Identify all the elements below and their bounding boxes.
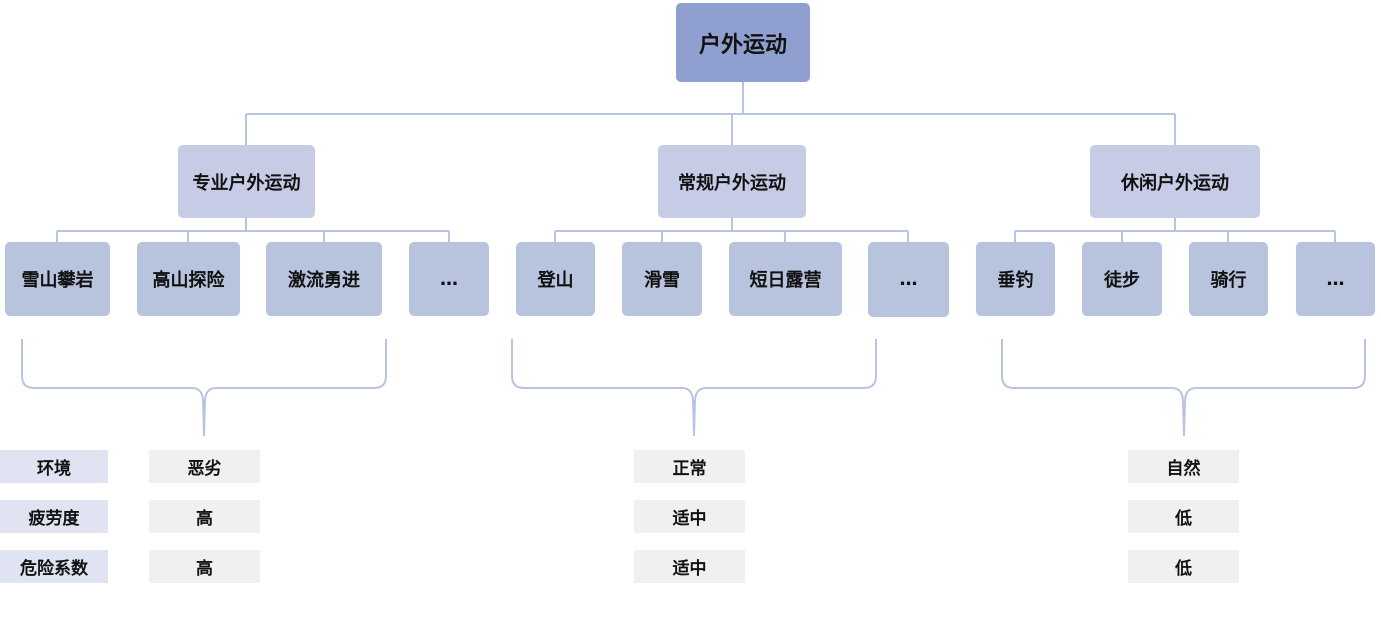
attribute-key-environment: 环境	[0, 450, 108, 483]
tree-connectors	[56, 82, 1336, 242]
attribute-value: 自然	[1128, 450, 1239, 483]
leaf-node-ellipsis: …	[868, 242, 949, 317]
category-node-professional: 专业户外运动	[178, 145, 315, 218]
attribute-key-risk: 危险系数	[0, 550, 108, 583]
leaf-node: 短日露营	[729, 242, 842, 316]
attribute-value: 高	[149, 500, 260, 533]
root-node: 户外运动	[676, 3, 810, 82]
attribute-value: 适中	[634, 500, 745, 533]
leaf-node: 滑雪	[622, 242, 702, 316]
attribute-key-fatigue: 疲劳度	[0, 500, 108, 533]
leaf-node: 骑行	[1189, 242, 1268, 316]
attribute-value: 正常	[634, 450, 745, 483]
brace-1	[21, 339, 387, 437]
attribute-value: 恶劣	[149, 450, 260, 483]
leaf-node: 垂钓	[976, 242, 1055, 316]
leaf-node: 登山	[516, 242, 595, 316]
category-node-regular: 常规户外运动	[658, 145, 806, 218]
attribute-value: 高	[149, 550, 260, 583]
category-node-leisure: 休闲户外运动	[1090, 145, 1260, 218]
attribute-value: 低	[1128, 550, 1239, 583]
attribute-value: 低	[1128, 500, 1239, 533]
leaf-node-ellipsis: …	[1296, 242, 1375, 316]
leaf-node: 雪山攀岩	[5, 242, 110, 316]
leaf-node-ellipsis: …	[409, 242, 489, 316]
attribute-value: 适中	[634, 550, 745, 583]
leaf-node: 徒步	[1082, 242, 1162, 316]
braces	[21, 339, 1366, 437]
brace-3	[1001, 339, 1366, 437]
brace-2	[511, 339, 877, 437]
leaf-node: 高山探险	[137, 242, 240, 316]
leaf-node: 激流勇进	[266, 242, 382, 316]
